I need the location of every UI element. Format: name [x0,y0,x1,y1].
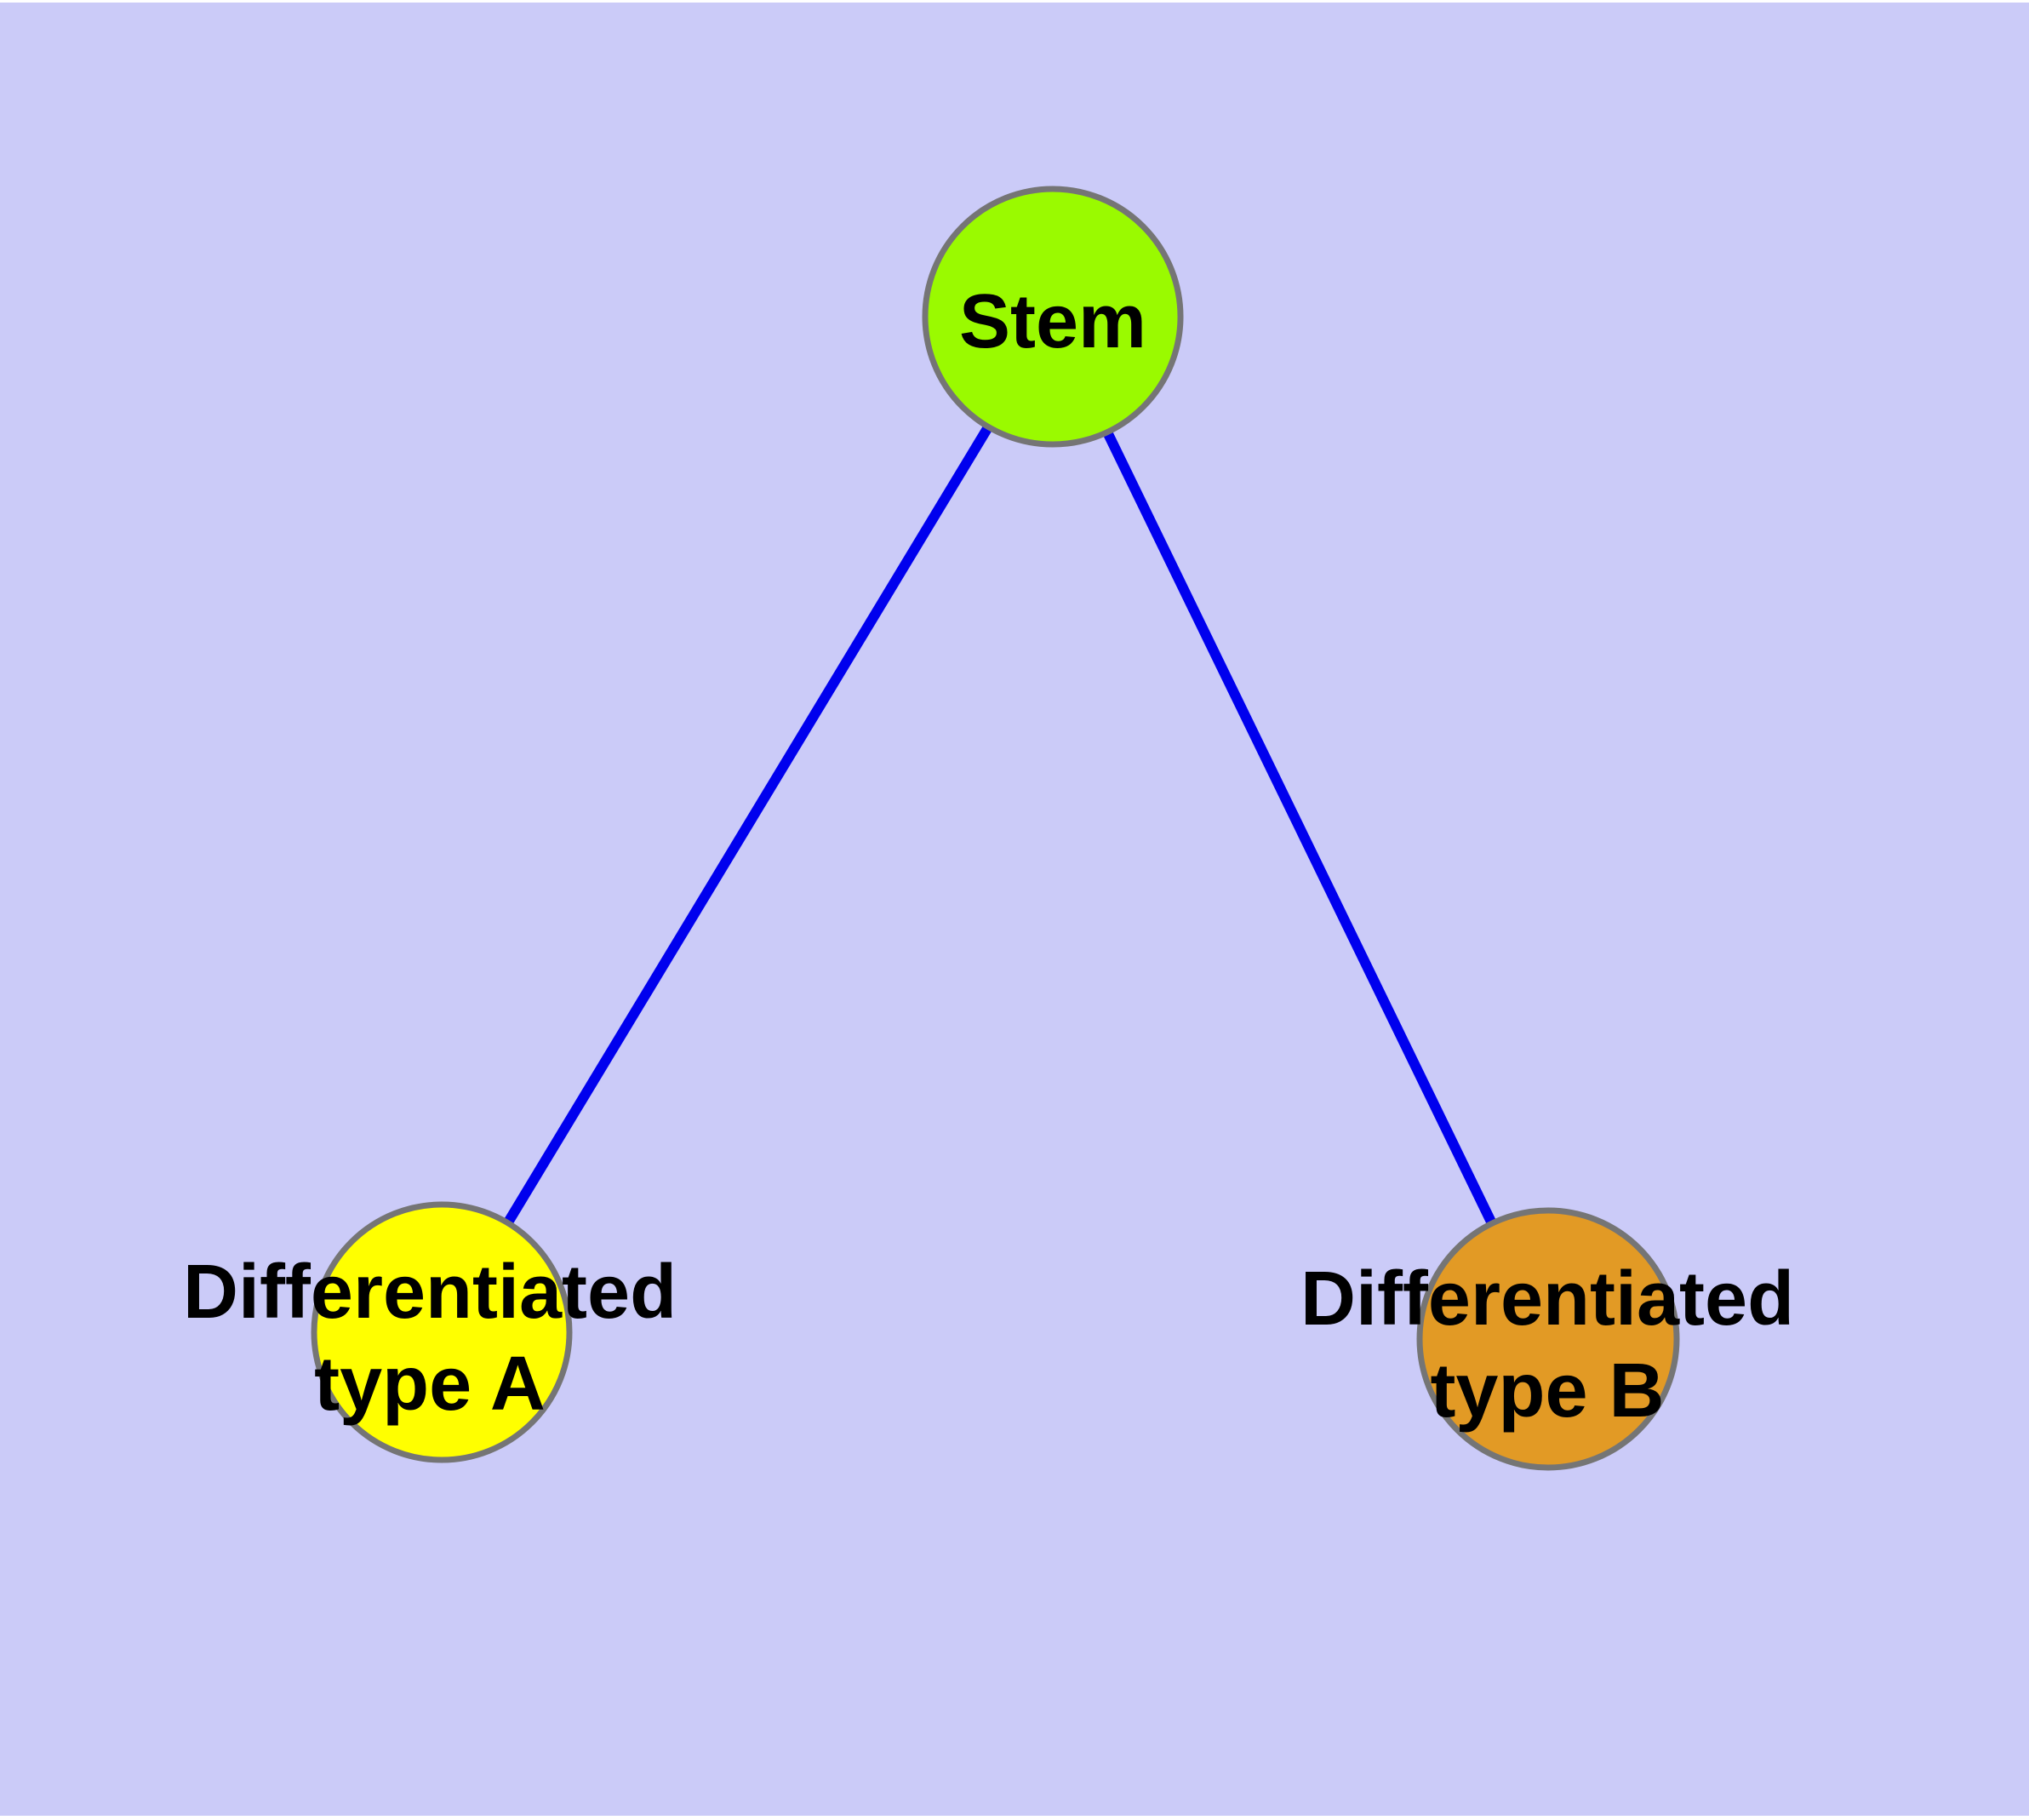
node-differentiated-type-a[interactable] [311,1201,573,1463]
edge-stem-to-type-b[interactable] [1048,318,1553,1342]
edge-stem-to-type-a[interactable] [437,317,1058,1336]
node-stem[interactable] [922,186,1184,448]
node-differentiated-type-b[interactable] [1416,1207,1680,1471]
